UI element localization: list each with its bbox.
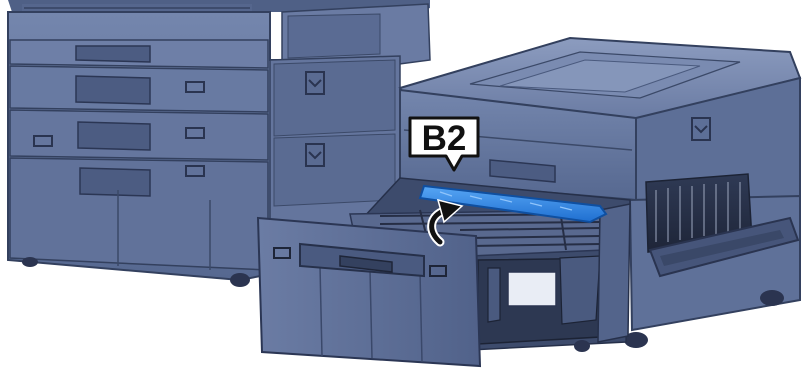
callout-label-text: B2 xyxy=(422,119,467,158)
drawer-front-panel xyxy=(258,218,480,366)
paper-stack xyxy=(508,272,556,306)
front-drawers xyxy=(10,40,268,270)
